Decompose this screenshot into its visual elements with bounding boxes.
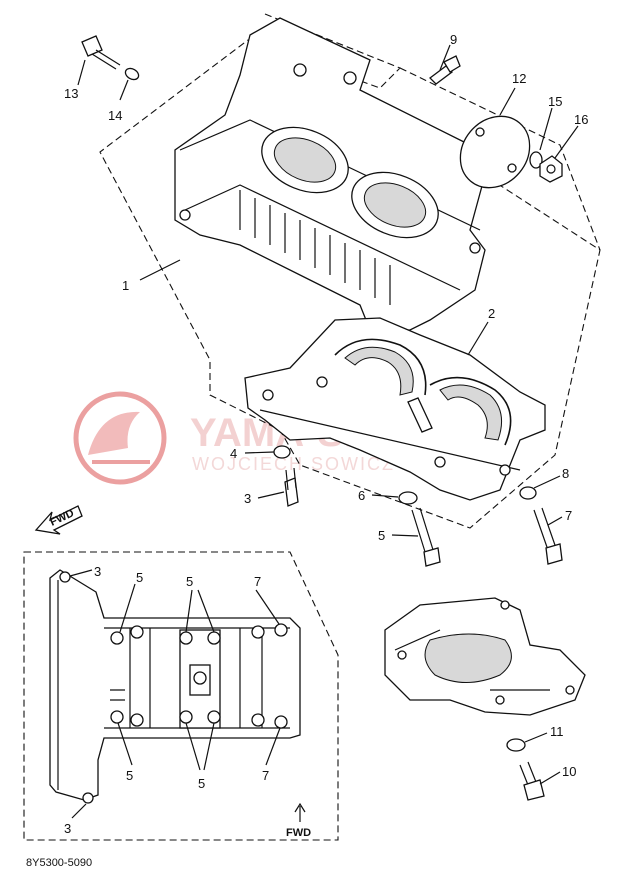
label-part-13: 13 [64, 86, 78, 101]
breather-fitting-9 [429, 55, 461, 85]
nut-16 [539, 155, 563, 183]
label-part-4: 4 [230, 446, 237, 461]
label-part-5: 5 [378, 528, 385, 543]
label-inset-5-top-left: 5 [136, 570, 143, 585]
upper-crankcase [174, 17, 486, 331]
label-part-14: 14 [108, 108, 122, 123]
bolt-7 [533, 507, 563, 565]
bolt-13 [81, 35, 121, 70]
leader-lines-upper [77, 44, 579, 537]
label-part-8: 8 [562, 466, 569, 481]
label-part-11: 11 [550, 724, 564, 739]
label-inset-7-bottom: 7 [262, 768, 269, 783]
bolt-3 [284, 467, 299, 507]
watermark-logo-icon [73, 391, 167, 485]
washer-4 [273, 445, 291, 459]
label-inset-5-bottom-center: 5 [198, 776, 205, 791]
fwd-arrow-lower-icon [294, 802, 306, 822]
leader-lines-inset [69, 569, 281, 819]
label-inset-3-top: 3 [94, 564, 101, 579]
washer-6 [398, 491, 418, 505]
label-inset-3-bottom: 3 [64, 821, 71, 836]
label-part-15: 15 [548, 94, 562, 109]
label-part-7: 7 [565, 508, 572, 523]
engine-bracket [384, 597, 586, 716]
washer-8 [519, 486, 537, 500]
label-part-1: 1 [122, 278, 129, 293]
label-part-12: 12 [512, 71, 526, 86]
diagram-code: 8Y5300-5090 [26, 857, 92, 869]
label-part-16: 16 [574, 112, 588, 127]
label-part-2: 2 [488, 306, 495, 321]
label-inset-5-bottom-left: 5 [126, 768, 133, 783]
fwd-label-lower: FWD [286, 827, 311, 839]
washer-15 [529, 151, 543, 169]
label-inset-5-top-center: 5 [186, 574, 193, 589]
washer-14 [124, 67, 140, 81]
washer-11 [506, 738, 526, 752]
lower-crankcase [244, 317, 546, 501]
label-part-9: 9 [450, 32, 457, 47]
label-inset-7-top: 7 [254, 574, 261, 589]
bolt-10 [519, 761, 545, 801]
dowel-pin-2 [407, 397, 433, 433]
bolt-5 [411, 507, 441, 567]
label-part-10: 10 [562, 764, 576, 779]
fwd-arrow-upper-icon [34, 505, 83, 535]
watermark-logo-mark [88, 411, 140, 455]
label-part-6: 6 [358, 488, 365, 503]
label-part-3: 3 [244, 491, 251, 506]
inset-dashed-frame [23, 551, 339, 841]
